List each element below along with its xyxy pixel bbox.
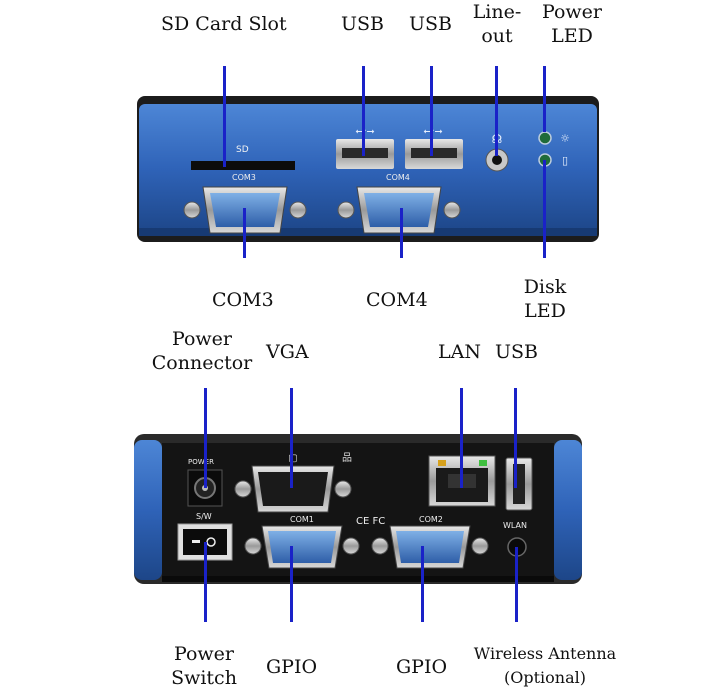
wlan-device-text: WLAN xyxy=(503,521,528,530)
label-usb-rear: USB xyxy=(495,341,538,363)
com4-device-text: COM4 xyxy=(386,173,410,182)
certification-marks: CE FC xyxy=(356,516,386,527)
com4-leader-line xyxy=(400,208,403,258)
com3-device-text: COM3 xyxy=(232,173,256,182)
power-switch-leader-line xyxy=(204,542,207,622)
com1-connector xyxy=(244,525,360,569)
svg-text:⭠·⭢: ⭠·⭢ xyxy=(355,126,374,137)
rear-panel-device: ▢ 品 xyxy=(134,434,582,584)
sw-device-text: S/W xyxy=(196,512,212,521)
label-wireless-antenna: Wireless Antenna (Optional) xyxy=(473,644,617,687)
label-power-led: Power LED xyxy=(541,1,603,47)
gpio-2-leader-line xyxy=(421,546,424,622)
usb-2-leader-line xyxy=(430,66,433,156)
wireless-antenna-leader-line xyxy=(515,547,518,622)
label-disk-led: Disk LED xyxy=(523,276,567,322)
com3-leader-line xyxy=(243,208,246,258)
disk-led-leader-line xyxy=(543,160,546,258)
label-gpio-2: GPIO xyxy=(396,656,448,678)
label-sd-card-slot: SD Card Slot xyxy=(161,13,287,35)
label-usb-1: USB xyxy=(341,13,384,35)
gpio-1-leader-line xyxy=(290,546,293,622)
lan-leader-line xyxy=(460,388,463,488)
com4-connector xyxy=(337,186,461,234)
com2-device-text: COM2 xyxy=(419,515,443,524)
label-com3: COM3 xyxy=(212,289,274,311)
power-device-text: POWER xyxy=(188,458,214,466)
vga-leader-line xyxy=(290,388,293,488)
front-panel-device: ⭠·⭢ ⭠·⭢ ☊ ☼ ▯ xyxy=(137,96,599,242)
power-led-leader-line xyxy=(543,66,546,132)
label-usb-2: USB xyxy=(409,13,452,35)
svg-text:品: 品 xyxy=(342,452,352,464)
label-com4: COM4 xyxy=(366,289,428,311)
svg-text:⭠·⭢: ⭠·⭢ xyxy=(423,126,442,137)
usb-1-leader-line xyxy=(362,66,365,156)
label-power-connector: Power Connector xyxy=(151,328,253,374)
svg-text:☼: ☼ xyxy=(560,132,570,145)
svg-text:▢: ▢ xyxy=(288,453,297,464)
usb-rear-leader-line xyxy=(514,388,517,488)
svg-text:▯: ▯ xyxy=(562,154,568,167)
line-out-leader-line xyxy=(495,66,498,156)
power-connector-leader-line xyxy=(204,388,207,488)
label-line-out: Line- out xyxy=(472,1,522,47)
com1-device-text: COM1 xyxy=(290,515,314,524)
com2-connector xyxy=(371,525,489,569)
sd-card-leader-line xyxy=(223,66,226,167)
sd-slot-text: SD xyxy=(236,145,249,155)
vga-connector xyxy=(234,465,352,513)
label-gpio-1: GPIO xyxy=(266,656,318,678)
label-vga: VGA xyxy=(266,341,309,363)
label-power-switch: Power Switch xyxy=(171,643,237,689)
label-lan: LAN xyxy=(438,341,481,363)
